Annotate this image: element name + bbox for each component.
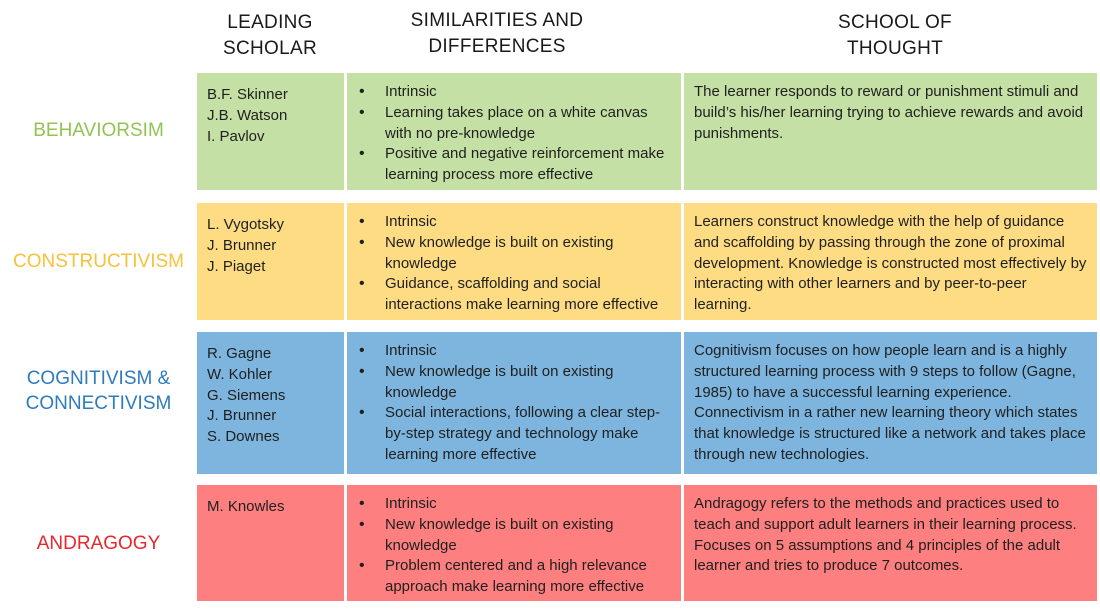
similarity-item: Learning takes place on a white canvas w… [357, 103, 675, 145]
similarities-cell: IntrinsicNew knowledge is built on exist… [347, 203, 681, 320]
similarities-cell: IntrinsicNew knowledge is built on exist… [347, 332, 681, 474]
similarity-item: Positive and negative reinforcement make… [357, 144, 675, 186]
similarity-item: Intrinsic [357, 341, 675, 362]
similarity-item: Intrinsic [357, 212, 675, 233]
similarities-list: IntrinsicNew knowledge is built on exist… [357, 212, 675, 316]
theory-label: ANDRAGOGY [0, 531, 197, 556]
similarity-item: New knowledge is built on existing knowl… [357, 515, 675, 557]
similarity-item: Intrinsic [357, 82, 675, 103]
scholar-cell: M. Knowles [197, 485, 344, 601]
similarities-cell: IntrinsicLearning takes place on a white… [347, 73, 681, 190]
header-leading-scholar: LEADING SCHOLAR [200, 10, 340, 62]
theory-label: CONSTRUCTIVISM [0, 249, 197, 274]
school-of-thought-cell: Learners construct knowledge with the he… [684, 203, 1097, 320]
scholar-name: G. Siemens [207, 386, 286, 404]
scholar-name: J. Brunner [207, 407, 277, 425]
similarity-item: Social interactions, following a clear s… [357, 403, 675, 465]
theory-label-line: CONSTRUCTIVISM [13, 251, 184, 272]
header-line: SCHOOL OF [838, 12, 952, 33]
similarity-item: New knowledge is built on existing knowl… [357, 233, 675, 275]
similarity-item: New knowledge is built on existing knowl… [357, 362, 675, 404]
school-of-thought-cell: Cognitivism focuses on how people learn … [684, 332, 1097, 474]
theory-label: BEHAVIORSIM [0, 118, 197, 143]
scholar-cell: L. Vygotsky J. Brunner J. Piaget [197, 203, 344, 320]
school-of-thought-cell: Andragogy refers to the methods and prac… [684, 485, 1097, 601]
similarities-list: IntrinsicNew knowledge is built on exist… [357, 494, 675, 598]
header-similarities-differences: SIMILARITIES AND DIFFERENCES [352, 8, 642, 60]
similarities-list: IntrinsicNew knowledge is built on exist… [357, 341, 675, 466]
header-school-of-thought: SCHOOL OF THOUGHT [690, 10, 1100, 62]
similarities-list: IntrinsicLearning takes place on a white… [357, 82, 675, 186]
scholar-name: J.B. Watson [207, 106, 288, 124]
scholar-name: R. Gagne [207, 345, 272, 362]
theory-label-line: CONNECTIVISM [25, 393, 172, 414]
theory-label: COGNITIVISM & CONNECTIVISM [0, 366, 197, 416]
scholar-name: M. Knowles [207, 498, 285, 515]
scholar-name: I. Pavlov [207, 127, 265, 145]
theory-label-line: COGNITIVISM & [26, 368, 171, 389]
scholar-name: J. Piaget [207, 257, 266, 275]
school-of-thought-cell: The learner responds to reward or punish… [684, 73, 1097, 190]
scholar-name: S. Downes [207, 428, 280, 446]
theory-label-line: BEHAVIORSIM [33, 120, 164, 141]
header-line: SIMILARITIES AND [410, 10, 584, 31]
similarity-item: Intrinsic [357, 494, 675, 515]
header-line: DIFFERENCES [428, 36, 566, 57]
scholar-cell: R. Gagne W. Kohler G. Siemens J. Brunner S. … [197, 332, 344, 474]
scholar-name: W. Kohler [207, 365, 273, 383]
scholar-name: L. Vygotsky [207, 216, 284, 233]
theory-label-line: ANDRAGOGY [36, 533, 161, 554]
scholar-name: B.F. Skinner [207, 86, 288, 103]
header-line: THOUGHT [846, 38, 944, 59]
header-line: SCHOLAR [223, 38, 317, 59]
similarity-item: Guidance, scaffolding and social interac… [357, 274, 675, 316]
similarities-cell: IntrinsicNew knowledge is built on exist… [347, 485, 681, 601]
scholar-name: J. Brunner [207, 236, 277, 254]
header-line: LEADING [227, 12, 313, 33]
similarity-item: Problem centered and a high relevance ap… [357, 556, 675, 598]
